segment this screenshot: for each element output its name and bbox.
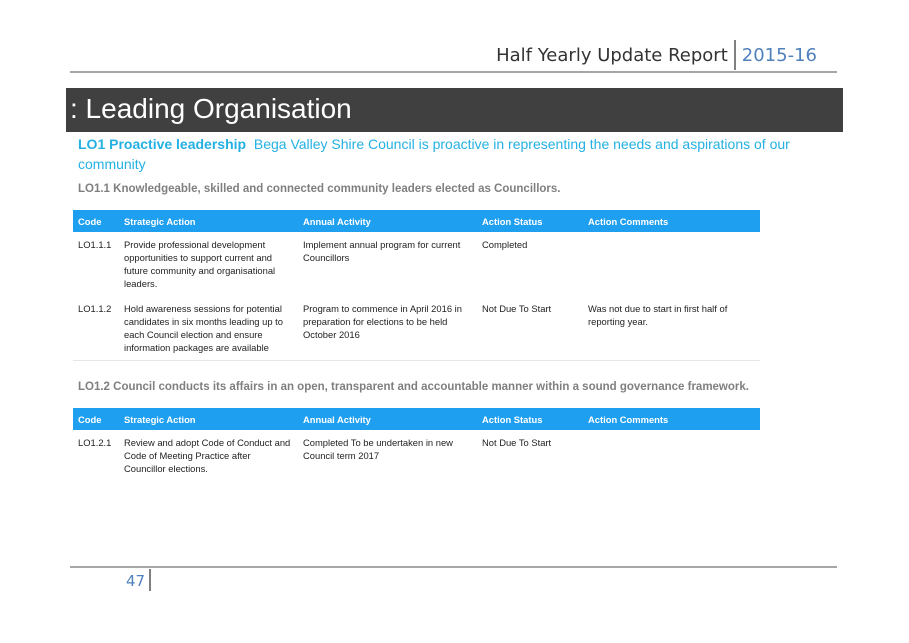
table-row: LO1.1.2 Hold awareness sessions for pote…: [73, 296, 760, 361]
report-title: Half Yearly Update Report: [496, 44, 728, 66]
cell-status: Completed: [482, 239, 528, 250]
col-action-comments: Action Comments: [583, 408, 760, 430]
footer-divider: [149, 569, 151, 591]
strategy-heading: LO1.2 Council conducts its affairs in an…: [78, 381, 749, 393]
col-action-comments: Action Comments: [583, 210, 760, 232]
section-title-bar: : Leading Organisation: [66, 88, 843, 132]
cell-strategic-action: Hold awareness sessions for potential ca…: [119, 296, 298, 361]
col-strategic-action: Strategic Action: [119, 210, 298, 232]
col-strategic-action: Strategic Action: [119, 408, 298, 430]
table-row: LO1.2.1 Review and adopt Code of Conduct…: [73, 430, 760, 481]
cell-code: LO1.1.2: [73, 296, 119, 361]
cell-status: Not Due To Start: [477, 296, 583, 361]
col-annual-activity: Annual Activity: [298, 408, 477, 430]
col-action-status: Action Status: [477, 408, 583, 430]
footer-rule: [70, 566, 837, 568]
cell-annual-activity: Completed To be undertaken in new Counci…: [303, 437, 453, 461]
report-year: 2015-16: [741, 44, 817, 66]
actions-table: Code Strategic Action Annual Activity Ac…: [73, 210, 760, 361]
cell-code: LO1.1.1: [78, 239, 112, 250]
col-code: Code: [73, 408, 119, 430]
cell-status: Not Due To Start: [482, 437, 552, 448]
col-action-status: Action Status: [477, 210, 583, 232]
strategy-heading: LO1.1 Knowledgeable, skilled and connect…: [78, 183, 561, 195]
objective-description: Bega Valley Shire Council is proactive i…: [78, 136, 790, 172]
section-title: : Leading Organisation: [70, 93, 352, 124]
report-header: Half Yearly Update Report 2015-16: [496, 38, 817, 72]
page-number: 47: [126, 572, 146, 590]
table-header-row: Code Strategic Action Annual Activity Ac…: [73, 408, 760, 430]
objective-title: LO1 Proactive leadership: [78, 136, 247, 152]
cell-annual-activity: Implement annual program for current Cou…: [303, 239, 461, 263]
actions-table: Code Strategic Action Annual Activity Ac…: [73, 408, 760, 481]
table-row: LO1.1.1 Provide professional development…: [73, 232, 760, 296]
cell-annual-activity: Program to commence in April 2016 in pre…: [298, 296, 477, 361]
header-divider: [733, 40, 736, 70]
cell-comments: [583, 232, 760, 296]
header-rule: [70, 71, 837, 73]
col-code: Code: [73, 210, 119, 232]
cell-comments: [583, 430, 760, 481]
cell-code: LO1.2.1: [78, 437, 112, 448]
cell-strategic-action: Review and adopt Code of Conduct and Cod…: [124, 437, 291, 474]
col-annual-activity: Annual Activity: [298, 210, 477, 232]
cell-strategic-action: Provide professional development opportu…: [124, 239, 276, 289]
objective-heading: LO1 Proactive leadership Bega Valley Shi…: [78, 134, 808, 174]
cell-comments: Was not due to start in first half of re…: [583, 296, 760, 361]
table-header-row: Code Strategic Action Annual Activity Ac…: [73, 210, 760, 232]
